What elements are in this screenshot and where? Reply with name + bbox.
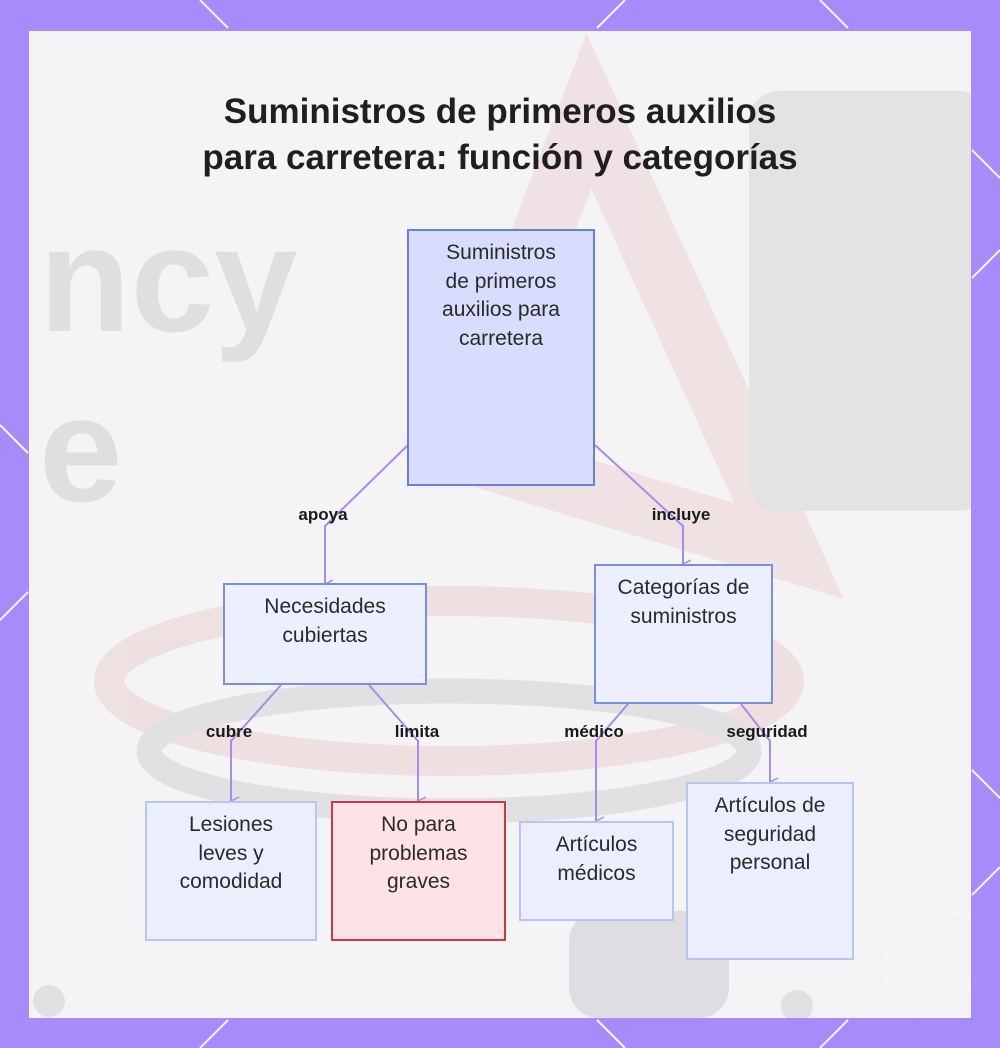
svg-text:ncy: ncy: [39, 195, 297, 363]
node-root-label: Suministros de primeros auxilios para ca…: [442, 241, 560, 350]
title-line-2: para carretera: función y categorías: [202, 138, 798, 177]
node-medical: Artículos médicos: [519, 821, 674, 921]
node-minor-label: Lesiones leves y comodidad: [179, 813, 283, 893]
edge-label-cubre: cubre: [205, 722, 253, 741]
node-categories-label: Categorías de suministros: [617, 576, 750, 628]
node-medical-label: Artículos médicos: [555, 833, 638, 885]
node-minor: Lesiones leves y comodidad: [145, 801, 317, 941]
node-not-serious: No para problemas graves: [331, 801, 506, 941]
node-safety: Artículos de seguridad personal: [686, 782, 854, 960]
edge-needs-notserious: [368, 684, 418, 801]
background-photo: ncy e: [33, 33, 971, 1018]
edge-label-apoya: apoya: [298, 505, 348, 524]
node-needs: Necesidades cubiertas: [223, 583, 427, 685]
node-needs-label: Necesidades cubiertas: [264, 595, 386, 647]
node-root: Suministros de primeros auxilios para ca…: [407, 229, 595, 486]
edge-label-seguridad: seguridad: [726, 722, 808, 741]
edge-label-limita: limita: [394, 722, 440, 741]
edge-categories-medical: [596, 703, 629, 821]
edge-needs-minor: [231, 684, 282, 801]
svg-text:e: e: [39, 365, 122, 533]
title-line-1: Suministros de primeros auxilios: [223, 92, 777, 131]
edge-label-medico: médico: [564, 722, 624, 741]
connector-lines: [29, 444, 971, 1018]
edge-root-categories: [594, 444, 683, 564]
diagram-card: ncy e Suministros de primeros auxilios p…: [29, 31, 971, 1018]
node-not-serious-label: No para problemas graves: [369, 813, 468, 893]
diagram-title: Suministros de primeros auxilios para ca…: [29, 89, 971, 181]
edge-categories-safety: [740, 703, 770, 782]
node-safety-label: Artículos de seguridad personal: [714, 794, 826, 874]
edge-label-incluye: incluye: [651, 505, 711, 524]
node-categories: Categorías de suministros: [594, 564, 773, 704]
edge-root-needs: [325, 444, 409, 584]
